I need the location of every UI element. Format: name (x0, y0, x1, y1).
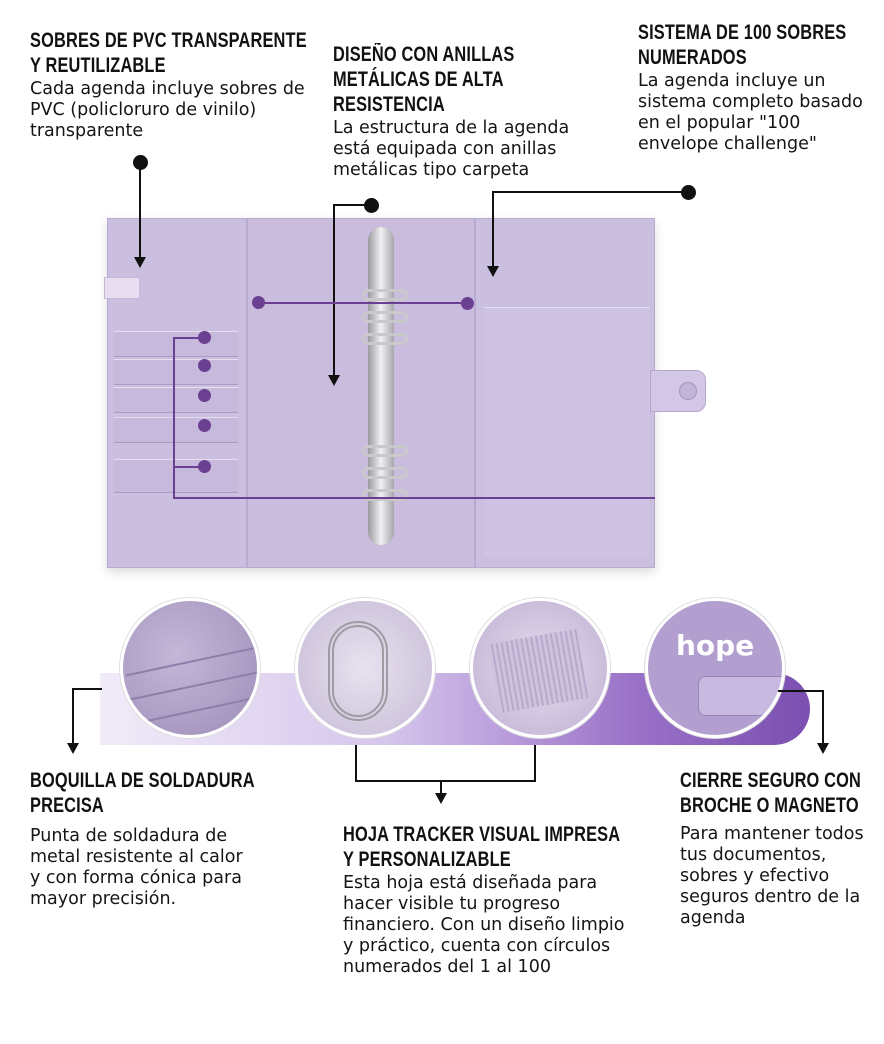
marker-dot (198, 389, 211, 402)
binder-left-panel (104, 218, 247, 568)
elastic-strap (104, 277, 140, 299)
feature-title: CIERRE SEGURO CON BROCHE O MAGNETO (680, 769, 862, 817)
feature-title: SOBRES DE PVC TRANSPARENTE Y REUTILIZABL… (30, 29, 307, 77)
feature-title: SISTEMA DE 100 SOBRES NUMERADOS (638, 21, 847, 69)
hope-logo: hope (676, 629, 755, 662)
marker-dot (198, 359, 211, 372)
feature-title: DISEÑO CON ANILLAS METÁLICAS DE ALTA RES… (333, 43, 515, 116)
snap-button-icon (679, 382, 697, 400)
detail-pockets (120, 598, 260, 738)
binder-right-panel (475, 218, 655, 568)
arrow-down-icon (67, 743, 79, 754)
binder-center-panel (247, 218, 475, 568)
arrow-down-icon (134, 257, 146, 268)
binder-image (104, 218, 655, 568)
feature-body: Cada agenda incluye sobres de PVC (polic… (30, 79, 305, 141)
feature-tracker: HOJA TRACKER VISUAL IMPRESA Y PERSONALIZ… (343, 822, 628, 978)
clasp-tab (650, 370, 706, 412)
callout-dot (681, 185, 696, 200)
feature-envelopes: SISTEMA DE 100 SOBRES NUMERADOS La agend… (638, 20, 863, 155)
arrow-down-icon (435, 793, 447, 804)
arrow-down-icon (328, 375, 340, 386)
feature-body: La estructura de la agenda está equipada… (333, 118, 570, 180)
detail-clasp: hope (645, 598, 785, 738)
marker-dot (252, 296, 265, 309)
feature-title: HOJA TRACKER VISUAL IMPRESA Y PERSONALIZ… (343, 823, 620, 871)
feature-body: Punta de soldadura de metal resistente a… (30, 826, 243, 909)
feature-pvc: SOBRES DE PVC TRANSPARENTE Y REUTILIZABL… (30, 28, 310, 142)
feature-clasp: CIERRE SEGURO CON BROCHE O MAGNETO Para … (680, 768, 870, 929)
arrow-down-icon (817, 743, 829, 754)
detail-elastic (470, 598, 610, 738)
marker-dot (198, 331, 211, 344)
feature-nozzle: BOQUILLA DE SOLDADURA PRECISA Punta de s… (30, 768, 255, 910)
marker-dot (198, 419, 211, 432)
arrow-down-icon (487, 266, 499, 277)
feature-title: BOQUILLA DE SOLDADURA PRECISA (30, 769, 255, 817)
callout-dot (364, 198, 379, 213)
feature-rings: DISEÑO CON ANILLAS METÁLICAS DE ALTA RES… (333, 42, 608, 181)
detail-rings (295, 598, 435, 738)
ring-mechanism (362, 227, 408, 545)
feature-body: Esta hoja está diseñada para hacer visib… (343, 873, 625, 977)
marker-dot (461, 297, 474, 310)
feature-body: Para mantener todos tus documentos, sobr… (680, 824, 864, 928)
feature-body: La agenda incluye un sistema completo ba… (638, 71, 863, 154)
marker-dot (198, 460, 211, 473)
